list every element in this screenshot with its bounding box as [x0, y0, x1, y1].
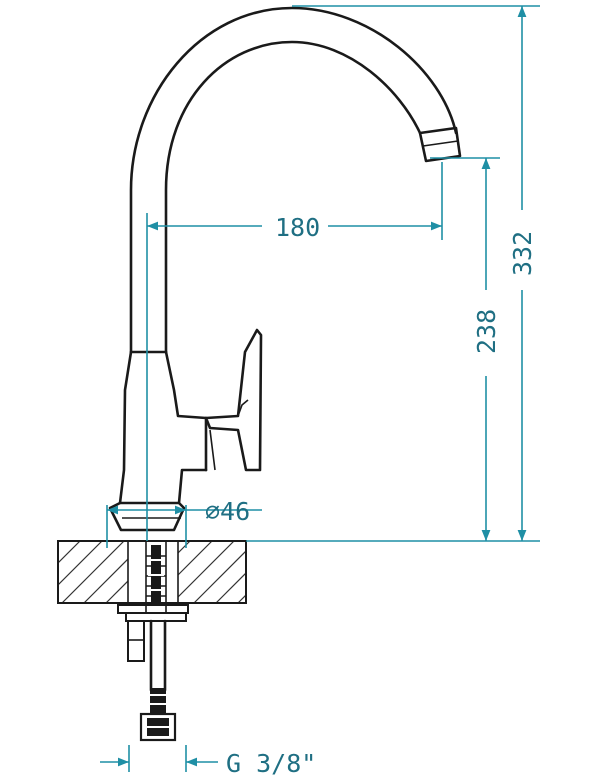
extension-lines — [106, 5, 540, 772]
spout-height-label: 238 — [472, 309, 501, 354]
connection-thread-label: G 3/8" — [226, 749, 316, 775]
dimension-total-height: 332 — [508, 5, 537, 541]
supply-hose — [149, 619, 167, 714]
faucet-body — [108, 350, 208, 532]
dimension-connection-thread: G 3/8" — [100, 749, 316, 775]
mounting-plate — [117, 604, 189, 622]
base-diameter-label: ⌀46 — [205, 497, 250, 526]
dimension-base-diameter: ⌀46 — [107, 497, 262, 526]
reach-label: 180 — [275, 213, 320, 242]
dimension-reach: 180 — [147, 213, 442, 242]
countertop-section — [57, 540, 247, 604]
faucet-lever-handle — [204, 328, 263, 472]
hose-connector-nut — [139, 712, 177, 742]
faucet-spout — [129, 6, 462, 354]
threaded-mounting-rod — [145, 540, 167, 614]
total-height-label: 332 — [508, 231, 537, 276]
fixing-nut — [127, 620, 145, 662]
countertop-hatching — [58, 541, 246, 603]
dimension-spout-height: 238 — [472, 158, 501, 541]
